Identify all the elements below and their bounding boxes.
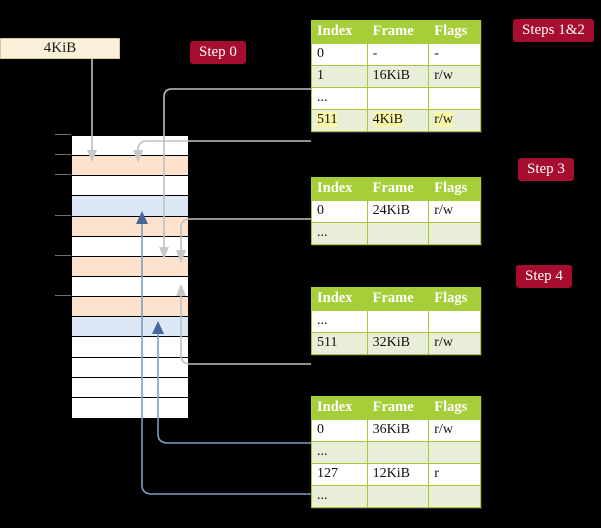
memory-frame-8 [72,297,188,318]
cell-frame: 36KiB [366,419,430,442]
cell-frame [366,485,430,508]
memory-tick-1 [55,154,71,156]
cell-index: 127 [311,463,368,486]
cell-flags [428,310,481,333]
column-header-index: Index [311,396,368,420]
memory-frame-5 [72,236,188,257]
column-header-frame: Frame [366,396,430,420]
table-row: ... [311,441,481,464]
column-header-flags: Flags [428,20,481,44]
cell-index: 0 [311,43,368,66]
source-frame-box: 4KiB [0,38,120,59]
memory-tick-8 [55,295,71,297]
table-header-row: Index Frame Flags [311,20,481,44]
column-header-index: Index [311,177,368,201]
cell-frame: 24KiB [366,200,430,223]
column-header-frame: Frame [366,20,430,44]
memory-frame-1 [72,156,188,177]
memory-frame-7 [72,277,188,298]
memory-tick-6 [55,254,71,256]
badge-step-4: Step 4 [516,265,572,288]
table-row: ... [311,310,481,333]
column-header-flags: Flags [428,177,481,201]
column-header-frame: Frame [366,287,430,311]
cell-flags [428,485,481,508]
wire-l3-row0-to-frame [180,218,311,252]
cell-index: ... [311,310,368,333]
cell-flags: r/w [428,332,481,355]
memory-frame-0 [72,136,188,157]
table-header-row: Index Frame Flags [311,396,481,420]
memory-frame-12 [72,377,188,398]
physical-memory-stack [70,134,190,418]
badge-steps-1-2: Steps 1&2 [513,19,594,42]
memory-frame-2 [72,176,188,197]
cell-index: ... [311,222,368,245]
badge-step-3: Step 3 [518,158,574,181]
memory-tick-0 [55,134,71,135]
table-row: ... [311,485,481,508]
memory-frame-13 [72,397,188,418]
cell-frame [366,222,430,245]
cell-index: ... [311,485,368,508]
wire-l2-511-to-frame [180,294,311,365]
cell-index: 511 [311,109,368,132]
cell-index: ... [311,87,368,110]
cell-frame: 16KiB [366,65,430,88]
badge-step-0: Step 0 [190,41,246,64]
column-header-flags: Flags [428,396,481,420]
cell-frame: - [366,43,430,66]
memory-frame-6 [72,256,188,277]
column-header-index: Index [311,20,368,44]
cell-flags [428,222,481,245]
column-header-flags: Flags [428,287,481,311]
memory-frame-9 [72,317,188,338]
cell-index: 0 [311,419,368,442]
cell-flags: r/w [428,419,481,442]
cell-index: 511 [311,332,368,355]
cell-flags [428,87,481,110]
cell-index: ... [311,441,368,464]
table-row: 0-- [311,43,481,66]
cell-frame [366,310,430,333]
memory-frame-3 [72,196,188,217]
table-row: ... [311,222,481,245]
cell-frame [366,87,430,110]
cell-flags: r/w [428,109,481,132]
cell-frame: 12KiB [366,463,430,486]
column-header-frame: Frame [366,177,430,201]
table-header-row: Index Frame Flags [311,177,481,201]
cell-flags: - [428,43,481,66]
table-row: ... [311,87,481,110]
cell-frame [366,441,430,464]
cell-frame: 4KiB [366,109,430,132]
cell-index: 0 [311,200,368,223]
memory-frame-11 [72,357,188,378]
memory-frame-4 [72,216,188,237]
column-header-index: Index [311,287,368,311]
cell-flags: r/w [428,200,481,223]
cell-flags: r/w [428,65,481,88]
cell-flags: r [428,463,481,486]
cell-frame: 32KiB [366,332,430,355]
memory-frame-10 [72,337,188,358]
cell-index: 1 [311,65,368,88]
memory-tick-4 [55,214,71,216]
memory-tick-2 [55,174,71,176]
table-header-row: Index Frame Flags [311,287,481,311]
cell-flags [428,441,481,464]
